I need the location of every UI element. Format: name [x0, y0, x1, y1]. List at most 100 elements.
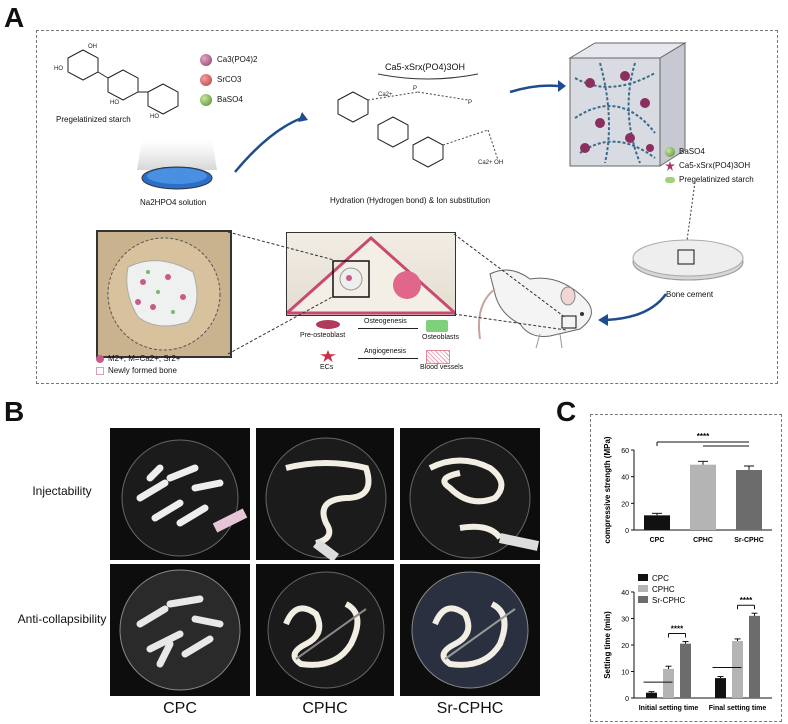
x-ticks: CPC CPHC Sr-CPHC [650, 537, 764, 544]
bar-sr-cphc [749, 615, 760, 698]
y-ticks: 0 10 20 30 40 [621, 590, 634, 703]
svg-text:HO: HO [110, 100, 119, 106]
panel-c-frame [590, 414, 782, 722]
cell-label: Pre-osteoblast [300, 332, 346, 339]
significance-brackets: **** **** [643, 596, 755, 683]
pre-osteoblast-icon [316, 320, 340, 329]
starch-structure-icon: HO HO HO OH [54, 44, 179, 120]
chart-error-bars [648, 612, 758, 693]
legend-label: Sr-CPHC [652, 596, 686, 605]
y-tick-label: 10 [621, 670, 629, 677]
reagent-label: Ca3(PO4)2 [217, 55, 258, 64]
y-axis-label: compressive strength (MPa) [603, 436, 612, 543]
bone-inset [96, 230, 232, 358]
panel-b-letter: B [4, 396, 25, 427]
bar-sr-cphc [736, 470, 762, 530]
legend-swatch [638, 574, 648, 581]
product-formula-label: Ca5-xSrx(PO4)3OH [385, 62, 466, 72]
column-label-srcphc: Sr-CPHC [436, 700, 504, 717]
bar-cphc [690, 464, 716, 530]
arrow-icon [598, 293, 668, 326]
svg-text:OH: OH [88, 44, 97, 50]
legend-label: Ca5-xSrx(PO4)3OH [679, 161, 751, 170]
starch-label: Pregelatinized starch [56, 115, 131, 124]
photo-srcphc-injectability [400, 428, 540, 560]
process-label: Hydration (Hydrogen bond) & Ion substitu… [330, 196, 491, 205]
bar-cphc [663, 668, 674, 698]
legend-swatch [638, 596, 648, 603]
defect-inset [283, 232, 459, 316]
bar-cpc [644, 515, 670, 530]
arrow-icon [234, 112, 308, 173]
photo-srcphc-anti-collapsibility [400, 564, 540, 696]
y-axis-label: Setting time (min) [603, 611, 612, 679]
significance-label: **** [671, 625, 684, 634]
column-label-cpc: CPC [163, 700, 197, 717]
process-label: Angiogenesis [364, 348, 407, 355]
cell-label: Osteoblasts [422, 334, 459, 341]
panel-a-frame [36, 30, 778, 384]
chart-bars [646, 615, 760, 698]
legend-label: Pregelatinized starch [679, 175, 754, 184]
zoom-connectors [227, 231, 567, 355]
x-tick-label: CPHC [693, 537, 713, 544]
cell-label: ECs [320, 364, 334, 371]
column-label-cphc: CPHC [302, 700, 348, 717]
significance-label: **** [697, 432, 710, 441]
svg-text:Ca2+ OH: Ca2+ OH [478, 160, 503, 166]
osteoblast-icon [426, 320, 448, 332]
row-label-injectability: Injectability [32, 484, 92, 498]
sphere-icon [200, 94, 212, 106]
cell-flow: Pre-osteoblast Osteogenesis Osteoblasts … [300, 318, 480, 380]
defect-illustration [283, 235, 459, 315]
row-label-anti-collapsibility: Anti-collapsibility [17, 612, 107, 626]
photo-cpc-anti-collapsibility [110, 564, 250, 696]
y-tick-label: 30 [621, 617, 629, 624]
rat-icon [478, 269, 592, 349]
x-tick-label: Sr-CPHC [734, 537, 764, 544]
x-tick-label: CPC [650, 537, 665, 544]
y-tick-label: 40 [621, 475, 629, 482]
significance-label: **** [740, 596, 753, 605]
bar-cphc [732, 641, 743, 698]
legend-label: M2+, M=Ca2+, Sr2+ [108, 354, 181, 363]
flow-arrow [358, 328, 418, 329]
osteogenesis-flow: Pre-osteoblast Osteogenesis Osteoblasts [300, 318, 480, 346]
y-tick-label: 0 [625, 696, 629, 703]
arrow-icon [509, 80, 566, 94]
chart-bars [644, 464, 762, 530]
photo-cpc-injectability [110, 428, 250, 560]
panel-c-letter: C [556, 396, 577, 427]
cement-label: Bone cement [666, 290, 714, 299]
sphere-icon [200, 74, 212, 86]
bone-tissue-illustration [107, 237, 221, 351]
reagent-label: SrCO3 [217, 75, 242, 84]
process-label: Osteogenesis [364, 318, 407, 325]
ion-icon [96, 355, 104, 363]
blood-vessel-icon [426, 350, 450, 364]
petri-dish-icon [137, 140, 217, 190]
angiogenesis-flow: ECs Angiogenesis Blood vessels [300, 348, 480, 376]
bone-square-icon [96, 367, 104, 375]
solution-label: Na2HPO4 solution [140, 198, 207, 207]
chart-error-bars [652, 460, 754, 516]
svg-text:P: P [413, 86, 417, 92]
svg-text:HO: HO [150, 114, 159, 120]
y-tick-label: 60 [621, 448, 629, 455]
svg-text:P: P [468, 100, 472, 106]
cement-cube-icon [568, 42, 687, 167]
y-tick-label: 20 [621, 643, 629, 650]
star-icon [665, 161, 675, 171]
y-tick-label: 40 [621, 590, 629, 597]
photo-cphc-anti-collapsibility [256, 564, 394, 696]
svg-text:HO: HO [54, 66, 63, 72]
y-tick-label: 20 [621, 501, 629, 508]
legend-label: BaSO4 [679, 147, 705, 156]
legend-label: Newly formed bone [108, 366, 177, 375]
svg-text:Ca2+: Ca2+ [378, 92, 393, 98]
sphere-icon [665, 147, 675, 157]
